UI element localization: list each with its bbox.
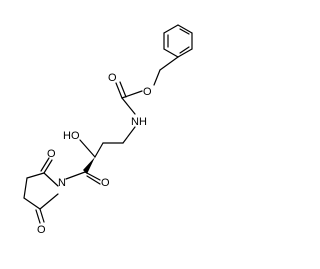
imide-carbonyl-double	[39, 208, 45, 223]
bond-keto-double	[84, 171, 101, 181]
ring-double-bond	[179, 28, 190, 35]
imide-carbonyl-double	[35, 209, 41, 224]
bond-ch2-choh	[94, 142, 104, 158]
chemical-structure-diagram: O O NH HO N O O O	[23, 24, 193, 236]
bond-ring-ch2	[159, 56, 179, 71]
ring-bond	[43, 172, 59, 187]
ring-bond	[39, 193, 59, 210]
ring-bond	[177, 24, 193, 34]
ring-double-bond	[179, 46, 190, 54]
ring-bond	[23, 177, 28, 199]
stereo-wedge-bond	[83, 157, 95, 174]
bond-carbonyl-double	[115, 82, 123, 99]
imide-carbonyl-double	[40, 157, 50, 172]
atom-nh: NH	[131, 116, 147, 128]
bond-keto-double	[86, 175, 101, 185]
bond-ch-oh	[79, 139, 96, 158]
ring-bond	[163, 48, 179, 58]
benzene-ring	[163, 24, 193, 58]
atom-o-imide-bottom: O	[37, 224, 46, 236]
atom-o-keto: O	[101, 177, 110, 189]
bond-keto-n	[65, 171, 86, 180]
atom-ho: HO	[63, 130, 80, 142]
ring-bond	[163, 24, 179, 34]
bond-carbonyl-nh	[121, 97, 136, 115]
ring-bond	[26, 172, 45, 179]
bond-carbonyl-double	[119, 81, 127, 98]
atom-o-ester: O	[143, 86, 152, 98]
atom-o-imide-top: O	[47, 148, 56, 160]
ring-bond	[177, 48, 193, 58]
atom-o-carbamate: O	[108, 72, 117, 84]
ring-bond	[23, 197, 41, 210]
atom-n-imide: N	[58, 177, 66, 189]
imide-carbonyl-double	[43, 159, 53, 174]
succinimide-ring	[23, 157, 59, 224]
bond-ch2-o	[153, 69, 161, 86]
bond-nh-ch2	[122, 126, 136, 144]
